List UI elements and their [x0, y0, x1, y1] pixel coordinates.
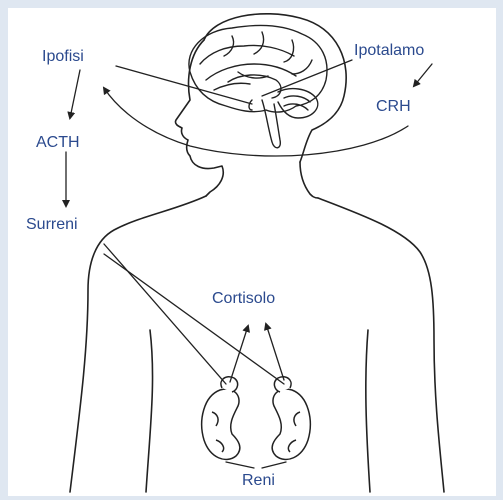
label-ipofisi: Ipofisi [42, 48, 84, 66]
face-outline [175, 40, 223, 196]
head-outline [204, 14, 346, 162]
ipofisi-pointer-line [116, 66, 252, 104]
neck-back [300, 162, 318, 198]
hpa-axis-illustration [8, 8, 496, 496]
connectors [66, 60, 432, 468]
label-crh: CRH [376, 98, 411, 116]
right-shoulder [318, 198, 444, 492]
kidneys [202, 377, 311, 460]
diagram-canvas: Ipofisi Ipotalamo CRH ACTH Surreni Corti… [8, 8, 496, 496]
brainstem [262, 100, 280, 148]
ipofisi-acth-arrow [70, 70, 80, 118]
cerebellum [278, 89, 318, 118]
left-torso [146, 330, 153, 492]
body-outline [70, 14, 444, 492]
cortisolo-arrow-right [266, 324, 284, 380]
label-cortisolo: Cortisolo [212, 290, 275, 308]
label-acth: ACTH [36, 134, 80, 152]
label-ipotalamo: Ipotalamo [354, 42, 424, 60]
left-shoulder [70, 196, 206, 492]
reni-right-line [262, 462, 286, 468]
brain [189, 26, 327, 148]
crh-to-ipofisi-arrow [104, 88, 408, 156]
surreni-right-line [104, 254, 284, 384]
ipotalamo-crh-arrow [414, 64, 432, 86]
reni-left-line [226, 462, 254, 468]
left-kidney [202, 389, 240, 459]
right-torso [366, 330, 370, 492]
right-kidney [272, 389, 310, 459]
label-surreni: Surreni [26, 216, 78, 234]
cortisolo-arrow-left [230, 326, 248, 382]
label-reni: Reni [242, 472, 275, 490]
pituitary [249, 100, 252, 110]
surreni-left-line [104, 244, 226, 384]
